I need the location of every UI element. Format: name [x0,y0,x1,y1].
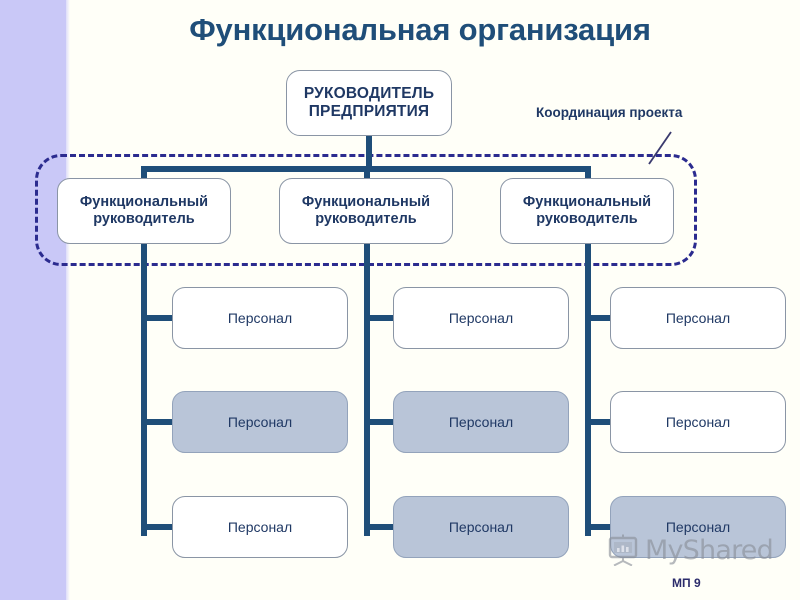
manager-2-line-1: Функциональный [301,193,431,210]
presentation-easel-chart-icon [608,534,638,566]
staff-label-c2r3: Персонал [448,518,514,535]
connector-trunk-col-2 [364,243,370,536]
manager-3-line-2: руководитель [536,211,638,227]
connector-stub-col1-row1 [141,315,173,321]
staff-label-c1r2: Персонал [227,413,293,430]
connector-stub-col1-row3 [141,524,173,530]
connector-bus-to-manager-2 [364,166,370,180]
staff-label-c3r2: Персонал [665,413,731,430]
connector-stub-col2-row2 [364,419,394,425]
node-staff-col2-row2[interactable]: Персонал [393,391,569,453]
manager-1-line-1: Функциональный [79,193,209,210]
node-enterprise-director[interactable]: РУКОВОДИТЕЛЬ ПРЕДПРИЯТИЯ [286,70,452,136]
connector-stub-col1-row2 [141,419,173,425]
node-staff-col1-row3[interactable]: Персонал [172,496,348,558]
connector-stub-col3-row3 [585,524,612,530]
connector-stub-col3-row2 [585,419,612,425]
staff-label-c2r1: Персонал [448,309,514,326]
page-title: Функциональная организация [189,12,651,47]
manager-2-line-2: руководитель [315,211,417,227]
connector-trunk-col-3 [585,243,591,536]
node-functional-manager-3[interactable]: Функциональный руководитель [500,178,674,244]
node-staff-col3-row2[interactable]: Персонал [610,391,786,453]
coordination-leader-line-icon [648,131,672,165]
staff-label-c3r3: Персонал [665,518,731,535]
coordination-label: Координация проекта [536,105,683,120]
myshared-watermark: MyShared [608,534,774,566]
manager-1-line-2: руководитель [93,211,195,227]
staff-label-c1r1: Персонал [227,309,293,326]
connector-stub-col2-row1 [364,315,394,321]
staff-label-c1r3: Персонал [227,518,293,535]
ceo-line-1: РУКОВОДИТЕЛЬ [303,84,435,102]
staff-label-c2r2: Персонал [448,413,514,430]
connector-bus-to-manager-3 [585,166,591,180]
node-staff-col1-row1[interactable]: Персонал [172,287,348,349]
left-decorative-band [0,0,66,600]
connector-stub-col2-row3 [364,524,394,530]
node-staff-col1-row2[interactable]: Персонал [172,391,348,453]
node-functional-manager-2[interactable]: Функциональный руководитель [279,178,453,244]
ceo-line-2: ПРЕДПРИЯТИЯ [308,103,430,120]
connector-trunk-col-1 [141,243,147,536]
watermark-text: MyShared [645,534,774,566]
node-staff-col3-row3[interactable]: Персонал [610,496,786,558]
connector-bus-to-manager-1 [141,166,147,180]
page-number-label: МП 9 [672,576,701,590]
node-staff-col2-row1[interactable]: Персонал [393,287,569,349]
staff-label-c3r1: Персонал [665,309,731,326]
node-staff-col3-row1[interactable]: Персонал [610,287,786,349]
node-functional-manager-1[interactable]: Функциональный руководитель [57,178,231,244]
connector-root-down [366,136,372,172]
left-band-edge [66,0,70,600]
node-staff-col2-row3[interactable]: Персонал [393,496,569,558]
manager-3-line-1: Функциональный [522,193,652,210]
connector-stub-col3-row1 [585,315,612,321]
